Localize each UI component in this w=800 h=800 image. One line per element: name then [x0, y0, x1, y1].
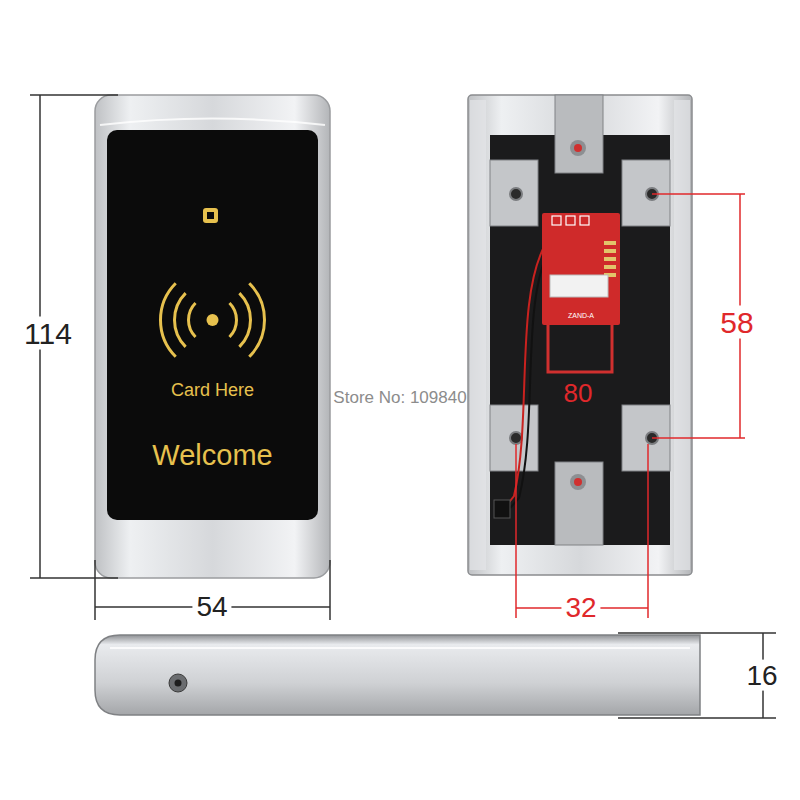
solder-pad [552, 216, 561, 225]
extension-line [30, 577, 118, 579]
rfid-wave [239, 293, 250, 347]
extension-line [94, 560, 96, 620]
header-pin [604, 265, 616, 269]
mount-hole [510, 188, 522, 200]
mount-hole [510, 432, 522, 444]
extension-line [652, 193, 745, 195]
dimension-label: 32 [561, 592, 600, 623]
dimension-label: 80 [560, 378, 597, 408]
header-pin [604, 257, 616, 261]
dimension-label: 54 [192, 591, 231, 622]
key-hole [169, 674, 187, 692]
wire-plug [494, 500, 510, 518]
card-icon-core [207, 212, 214, 219]
side-rail [674, 100, 690, 570]
screw-ring [570, 140, 586, 156]
extension-line [329, 560, 331, 620]
text-holder: ZAND-A [542, 304, 620, 322]
rfid-wave [175, 293, 186, 347]
rfid-wave [249, 283, 264, 357]
front-housing [95, 95, 330, 578]
corner-plate [490, 160, 538, 226]
label-holder: Store No: 109840 [329, 389, 470, 408]
label-holder: 54 [192, 592, 231, 623]
rfid-wave [229, 303, 236, 337]
solder-pad [566, 216, 575, 225]
extension-line [515, 444, 517, 618]
side-rail [470, 100, 486, 570]
rear-cavity [490, 135, 670, 545]
board-parts [542, 213, 620, 325]
screw [574, 144, 582, 152]
bezel-highlight [100, 119, 325, 126]
profile-highlight [110, 647, 690, 649]
rfid-wave [161, 283, 176, 357]
dimension-label: 16 [742, 660, 781, 691]
board-marking: ZAND-A [568, 312, 594, 319]
rfid-wave [189, 303, 196, 337]
bottom-bracket [555, 462, 603, 545]
label-holder: 80 [560, 379, 597, 408]
key-hole-core [175, 680, 182, 687]
screen-prompt: Card Here [171, 380, 254, 400]
text-holder: Card Here [107, 380, 318, 401]
card-icon [203, 208, 218, 223]
corner-plate [490, 405, 538, 471]
corner-plate [622, 160, 670, 226]
screw-ring [570, 474, 586, 490]
rear-housing [468, 95, 692, 575]
dimension-label: 58 [716, 306, 757, 339]
rfid-dot [207, 314, 219, 326]
header-pin [604, 241, 616, 245]
text-holder: Welcome [107, 439, 318, 472]
circuit-board: ZAND-A [542, 213, 620, 325]
header-pin [604, 249, 616, 253]
solder-pad [580, 216, 589, 225]
wire-connector [550, 275, 608, 297]
dimension-label: 114 [20, 317, 76, 350]
screw [574, 478, 582, 486]
label-holder: 32 [561, 593, 600, 624]
extension-line [618, 632, 776, 634]
extension-line [618, 717, 776, 719]
screen-greeting: Welcome [152, 439, 272, 471]
extension-line [30, 94, 118, 96]
top-bracket [555, 95, 603, 173]
extension-line [647, 444, 649, 618]
label-holder: 16 [742, 661, 781, 692]
label-holder: 114 [20, 317, 76, 350]
label-holder: 58 [716, 306, 757, 339]
side-profile [95, 635, 700, 715]
extension-line [652, 437, 745, 439]
watermark: Store No: 109840 [329, 388, 470, 407]
lock-screen: Card HereWelcome [107, 130, 318, 520]
